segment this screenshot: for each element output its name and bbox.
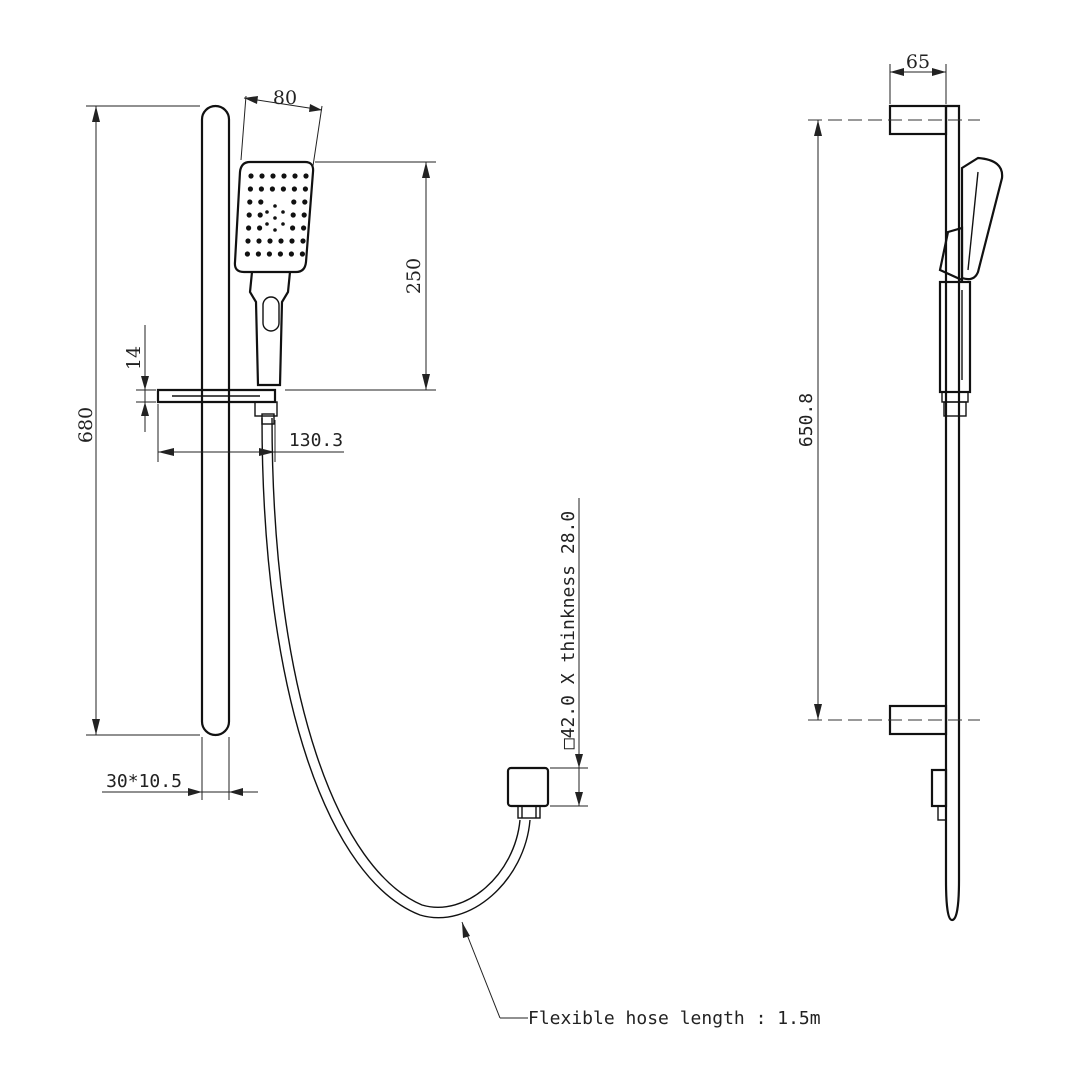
side-rail <box>944 104 961 922</box>
nozzle-dot <box>301 212 307 218</box>
nozzle-dot <box>269 186 275 192</box>
spray-nozzles <box>244 173 309 257</box>
nozzle-dot <box>258 199 264 205</box>
nozzle-dot <box>289 238 295 244</box>
nozzle-dot-inner <box>265 210 269 214</box>
nozzle-dot-inner <box>273 204 277 208</box>
nozzle-dot <box>288 251 294 257</box>
hose-note: Flexible hose length : 1.5m <box>461 921 821 1029</box>
hose-length-label: Flexible hose length : 1.5m <box>528 1008 821 1029</box>
nozzle-dot <box>246 225 252 231</box>
nozzle-dot <box>280 186 286 192</box>
dimension-rail-length: 680 <box>75 105 200 736</box>
nozzle-dot-inner <box>273 216 277 220</box>
nozzle-dot <box>244 251 250 257</box>
side-hand-shower <box>938 156 1004 417</box>
nozzle-dot <box>277 251 283 257</box>
dimension-holder-depth: 130.3 <box>157 404 344 462</box>
dimension-connector: □42.0 X thinkness 28.0 <box>550 498 588 807</box>
holder-height-label: 14 <box>123 346 145 370</box>
nozzle-dot <box>255 251 261 257</box>
nozzle-dot <box>303 173 309 179</box>
nozzle-dot <box>278 238 284 244</box>
dimension-bracket-spacing: 650.8 <box>796 120 822 720</box>
head-length-label: 250 <box>403 258 425 294</box>
side-view: 65 650.8 <box>796 51 1004 922</box>
nozzle-dot <box>247 186 253 192</box>
head-width-label: 80 <box>273 87 297 109</box>
nozzle-dot-inner <box>265 222 269 226</box>
dimension-rail-section: 30*10.5 <box>102 737 258 800</box>
nozzle-dot <box>257 212 263 218</box>
nozzle-dot-inner <box>281 210 285 214</box>
nozzle-dot <box>291 199 297 205</box>
nozzle-dot <box>290 212 296 218</box>
nozzle-dot <box>248 173 254 179</box>
nozzle-dot <box>257 225 263 231</box>
nozzle-dot <box>267 238 273 244</box>
nozzle-dot <box>246 212 252 218</box>
nozzle-dot-inner <box>281 222 285 226</box>
nozzle-dot <box>301 225 307 231</box>
nozzle-dot <box>281 173 287 179</box>
dimension-head-length: 250 <box>285 161 436 391</box>
rail-length-label: 680 <box>75 407 97 443</box>
nozzle-dot <box>302 199 308 205</box>
nozzle-dot <box>258 186 264 192</box>
nozzle-dot <box>245 238 251 244</box>
nozzle-dot-inner <box>273 228 277 232</box>
flexible-hose <box>261 413 531 919</box>
hand-shower-head <box>233 160 315 387</box>
dimension-side-depth: 65 <box>889 51 947 104</box>
nozzle-dot <box>291 186 297 192</box>
side-depth-label: 65 <box>906 51 930 73</box>
nozzle-dot <box>292 173 298 179</box>
nozzle-dot <box>300 238 306 244</box>
front-view: 680 80 250 14 <box>75 87 821 1029</box>
holder-depth-label: 130.3 <box>289 430 343 451</box>
nozzle-dot <box>299 251 305 257</box>
nozzle-dot <box>266 251 272 257</box>
side-wall-outlet <box>930 768 948 808</box>
dimension-head-width: 80 <box>240 87 323 167</box>
bracket-spacing-label: 650.8 <box>796 393 817 447</box>
rail-section-label: 30*10.5 <box>106 771 182 792</box>
nozzle-dot <box>270 173 276 179</box>
connector-label: □42.0 X thinkness 28.0 <box>558 511 579 749</box>
nozzle-dot <box>256 238 262 244</box>
dimension-holder-height: 14 <box>123 325 156 432</box>
wall-connector <box>506 766 550 819</box>
nozzle-dot <box>247 199 253 205</box>
nozzle-dot <box>290 225 296 231</box>
slide-holder <box>156 388 278 417</box>
nozzle-dot <box>302 186 308 192</box>
nozzle-dot <box>259 173 265 179</box>
slide-rail <box>200 104 231 737</box>
